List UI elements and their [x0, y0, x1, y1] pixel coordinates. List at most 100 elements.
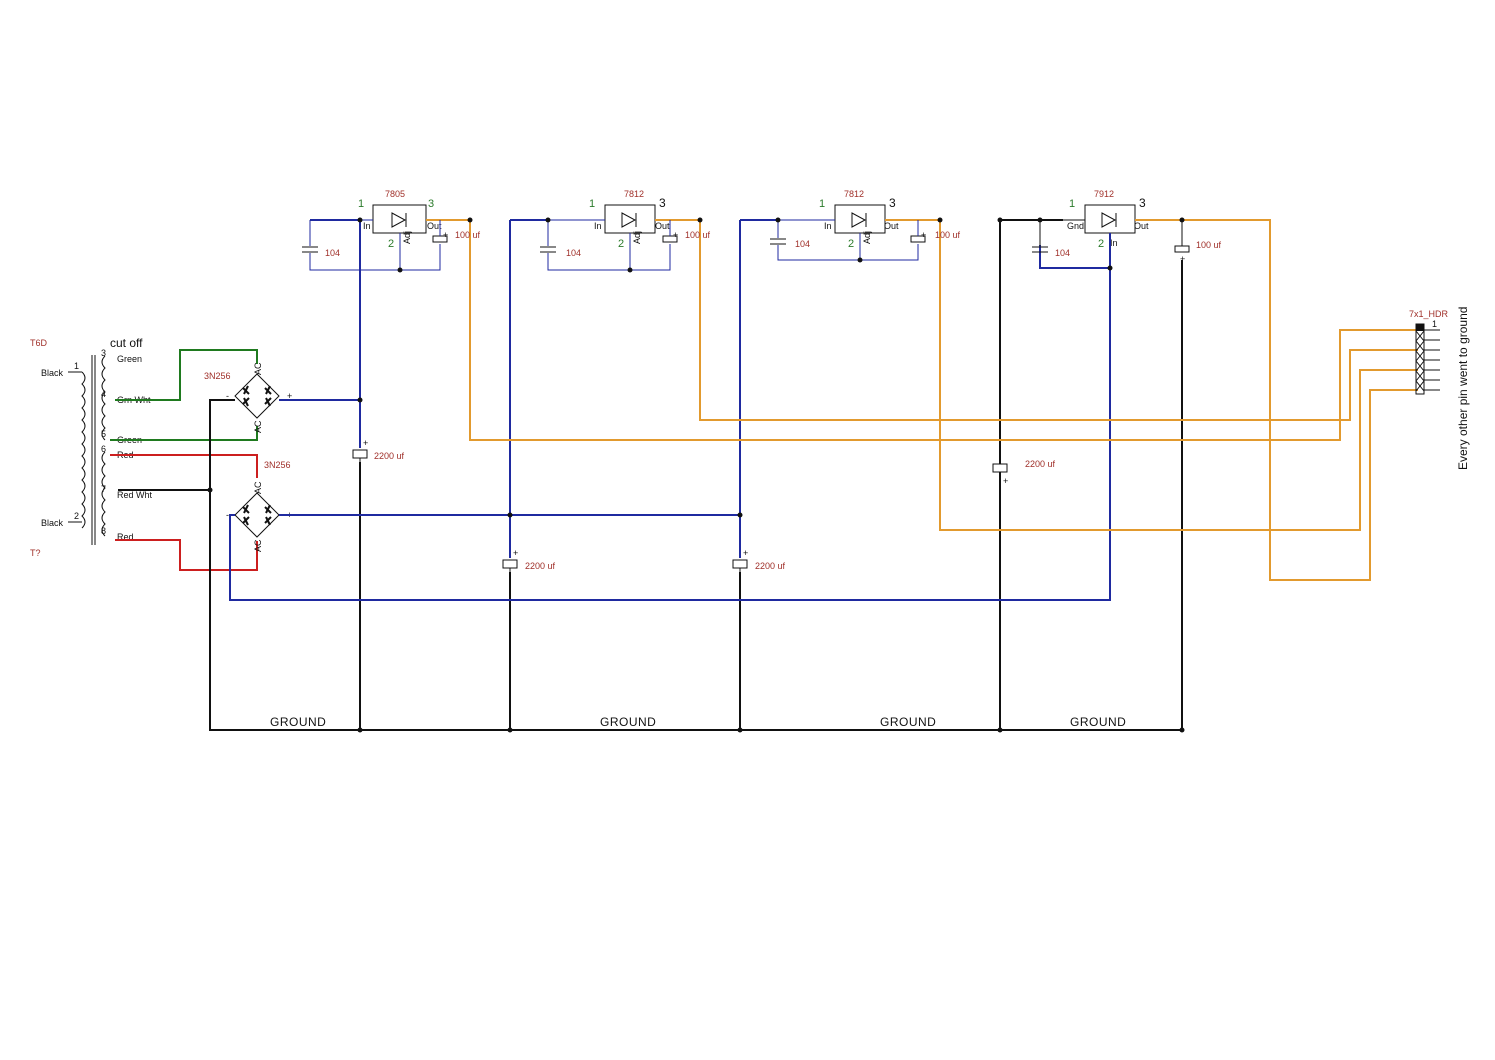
primary-2-label: Black [41, 518, 64, 528]
filter-cap-4 [992, 463, 1008, 473]
header-pin1: 1 [1432, 319, 1437, 329]
green-wire [110, 426, 258, 441]
ground-label-2: GROUND [600, 715, 656, 729]
header-connector: 7x1_HDR 1 Every other pin went to ground [1409, 307, 1470, 470]
dc-bus [229, 219, 1111, 601]
reg4-out: Out [1134, 221, 1149, 231]
sec-label-8: Red [117, 532, 134, 542]
reg4-cout-label: 100 uf [1196, 240, 1222, 250]
winding-wires [110, 349, 258, 571]
bridge-upper-diodes [242, 385, 272, 407]
bridge-lower-ac1: AC [253, 481, 263, 494]
junction [1037, 217, 1043, 223]
filter-cap-4-plus: + [1003, 476, 1008, 486]
sec-label-3: Green [117, 354, 142, 364]
reg4-in: Gnd [1067, 221, 1084, 231]
reg3-pin1: 1 [819, 198, 825, 210]
reg2-pin1: 1 [589, 198, 595, 210]
junction [1179, 727, 1185, 733]
filter-cap-1-label: 2200 uf [374, 451, 405, 461]
ground-rail [209, 399, 1182, 731]
header-pin1-marker [1416, 324, 1424, 331]
filter-cap-3-label: 2200 uf [755, 561, 786, 571]
junction [545, 217, 551, 223]
junction [507, 512, 513, 518]
primary-coil [81, 371, 86, 529]
junction [1179, 217, 1185, 223]
reg3-mid: Adj [862, 231, 872, 244]
reg2-pin2: 2 [618, 238, 624, 250]
reg4-cout-plus: + [1180, 254, 1185, 264]
bridge-upper-ac2: AC [253, 420, 263, 433]
ground-label-3: GROUND [880, 715, 936, 729]
reg1-pin2: 2 [388, 238, 394, 250]
transformer: T6D T? cut off Black 1 Black 2 3 Green 4… [30, 336, 153, 558]
reg3-cout-label: 100 uf [935, 230, 961, 240]
sec-pin-6: 6 [101, 444, 106, 454]
junction [627, 267, 633, 273]
junction [357, 397, 363, 403]
out-12v-b [910, 219, 1418, 531]
filter-cap-4-label: 2200 uf [1025, 459, 1056, 469]
red-wire-lower [115, 539, 258, 571]
ground-bus: GROUND GROUND GROUND GROUND [209, 219, 1183, 731]
junction [857, 257, 863, 263]
reg3-body [834, 204, 886, 234]
bridge-lower-minus: - [226, 510, 229, 520]
reg4-cout-body [1174, 245, 1190, 253]
negative-bus [229, 245, 1111, 601]
output-wires [440, 219, 1418, 581]
regulator-7805: 7805 1 2 3 In Out Adj 104 + 100 uf [302, 189, 481, 271]
sec-pin-3: 3 [101, 348, 106, 358]
reg1-body [372, 204, 427, 234]
reg1-mid: Adj [402, 231, 412, 244]
junction [997, 727, 1003, 733]
reg1-in: In [363, 221, 371, 231]
junction [467, 217, 473, 223]
sec-label-7: Red Wht [117, 490, 153, 500]
header-note: Every other pin went to ground [1456, 307, 1470, 470]
reg3-in: In [824, 221, 832, 231]
reg2-out: Out [655, 221, 670, 231]
junction [937, 217, 943, 223]
filter-cap-1 [352, 449, 368, 459]
reg2-mid: Adj [632, 231, 642, 244]
junction [357, 217, 363, 223]
bridge-upper-ref: 3N256 [204, 371, 231, 381]
junction [207, 487, 213, 493]
sec-pin-5: 5 [101, 429, 106, 439]
reg2-cout-plus: + [673, 230, 678, 240]
reg2-cin-label: 104 [566, 248, 581, 258]
ground-label-4: GROUND [1070, 715, 1126, 729]
reg4-symbol [1101, 212, 1117, 228]
sec-pin-8: 8 [101, 526, 106, 536]
reg1-pin3: 3 [428, 198, 434, 210]
reg4-pin1: 1 [1069, 198, 1075, 210]
reg3-pin3: 3 [889, 196, 896, 210]
reg2-ref: 7812 [624, 189, 644, 199]
filter-caps: + 2200 uf + 2200 uf + 2200 uf + 2200 uf [352, 438, 1056, 572]
junction [357, 727, 363, 733]
bridge-upper-minus: - [226, 391, 229, 401]
bridge-lower-body [234, 492, 280, 538]
junction [1107, 265, 1113, 271]
reg1-ref: 7805 [385, 189, 405, 199]
reg4-body [1084, 204, 1136, 234]
transformer-ref: T6D [30, 338, 48, 348]
cut-off-note: cut off [110, 336, 143, 350]
bridge-upper: 3N256 AC AC - + [204, 362, 292, 433]
primary-1-label: Black [41, 368, 64, 378]
junction [775, 217, 781, 223]
header-pins [1415, 329, 1440, 392]
junctions [207, 217, 1185, 733]
bridge-lower-diodes [242, 504, 272, 526]
junction [697, 217, 703, 223]
reg1-cout-label: 100 uf [455, 230, 481, 240]
regulator-7912: 7912 1 2 3 Gnd Out In 104 + 100 uf [1032, 189, 1222, 268]
reg1-return [309, 244, 441, 271]
reg3-ref: 7812 [844, 189, 864, 199]
reg2-cout-label: 100 uf [685, 230, 711, 240]
reg1-pin1: 1 [358, 198, 364, 210]
out-neg-12v [1150, 219, 1418, 581]
regulator-7812-b: 7812 1 2 3 In Out Adj 104 + 100 uf [770, 189, 961, 261]
